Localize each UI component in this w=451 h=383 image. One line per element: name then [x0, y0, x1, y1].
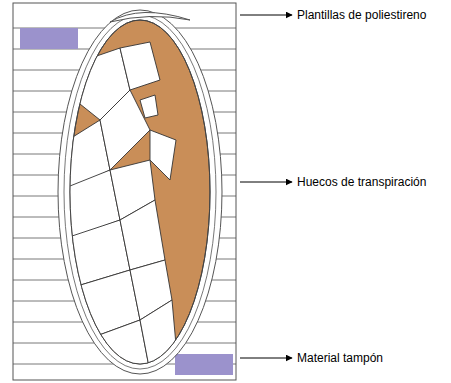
buffer-block [20, 28, 78, 49]
egg-outline [70, 20, 210, 364]
part-label: Huecos de transpiración [297, 175, 426, 189]
crate-outline [13, 3, 236, 380]
top-sliver [110, 12, 190, 22]
leader-arrow [240, 358, 292, 359]
leader-arrow [240, 182, 292, 183]
buffer-block [175, 354, 233, 375]
part-label: Plantillas de poliestireno [297, 8, 426, 22]
part-label: Material tampón [297, 351, 383, 365]
cavity-outline [58, 10, 222, 374]
leader-arrow [240, 15, 292, 16]
shell-fragments [50, 42, 176, 372]
